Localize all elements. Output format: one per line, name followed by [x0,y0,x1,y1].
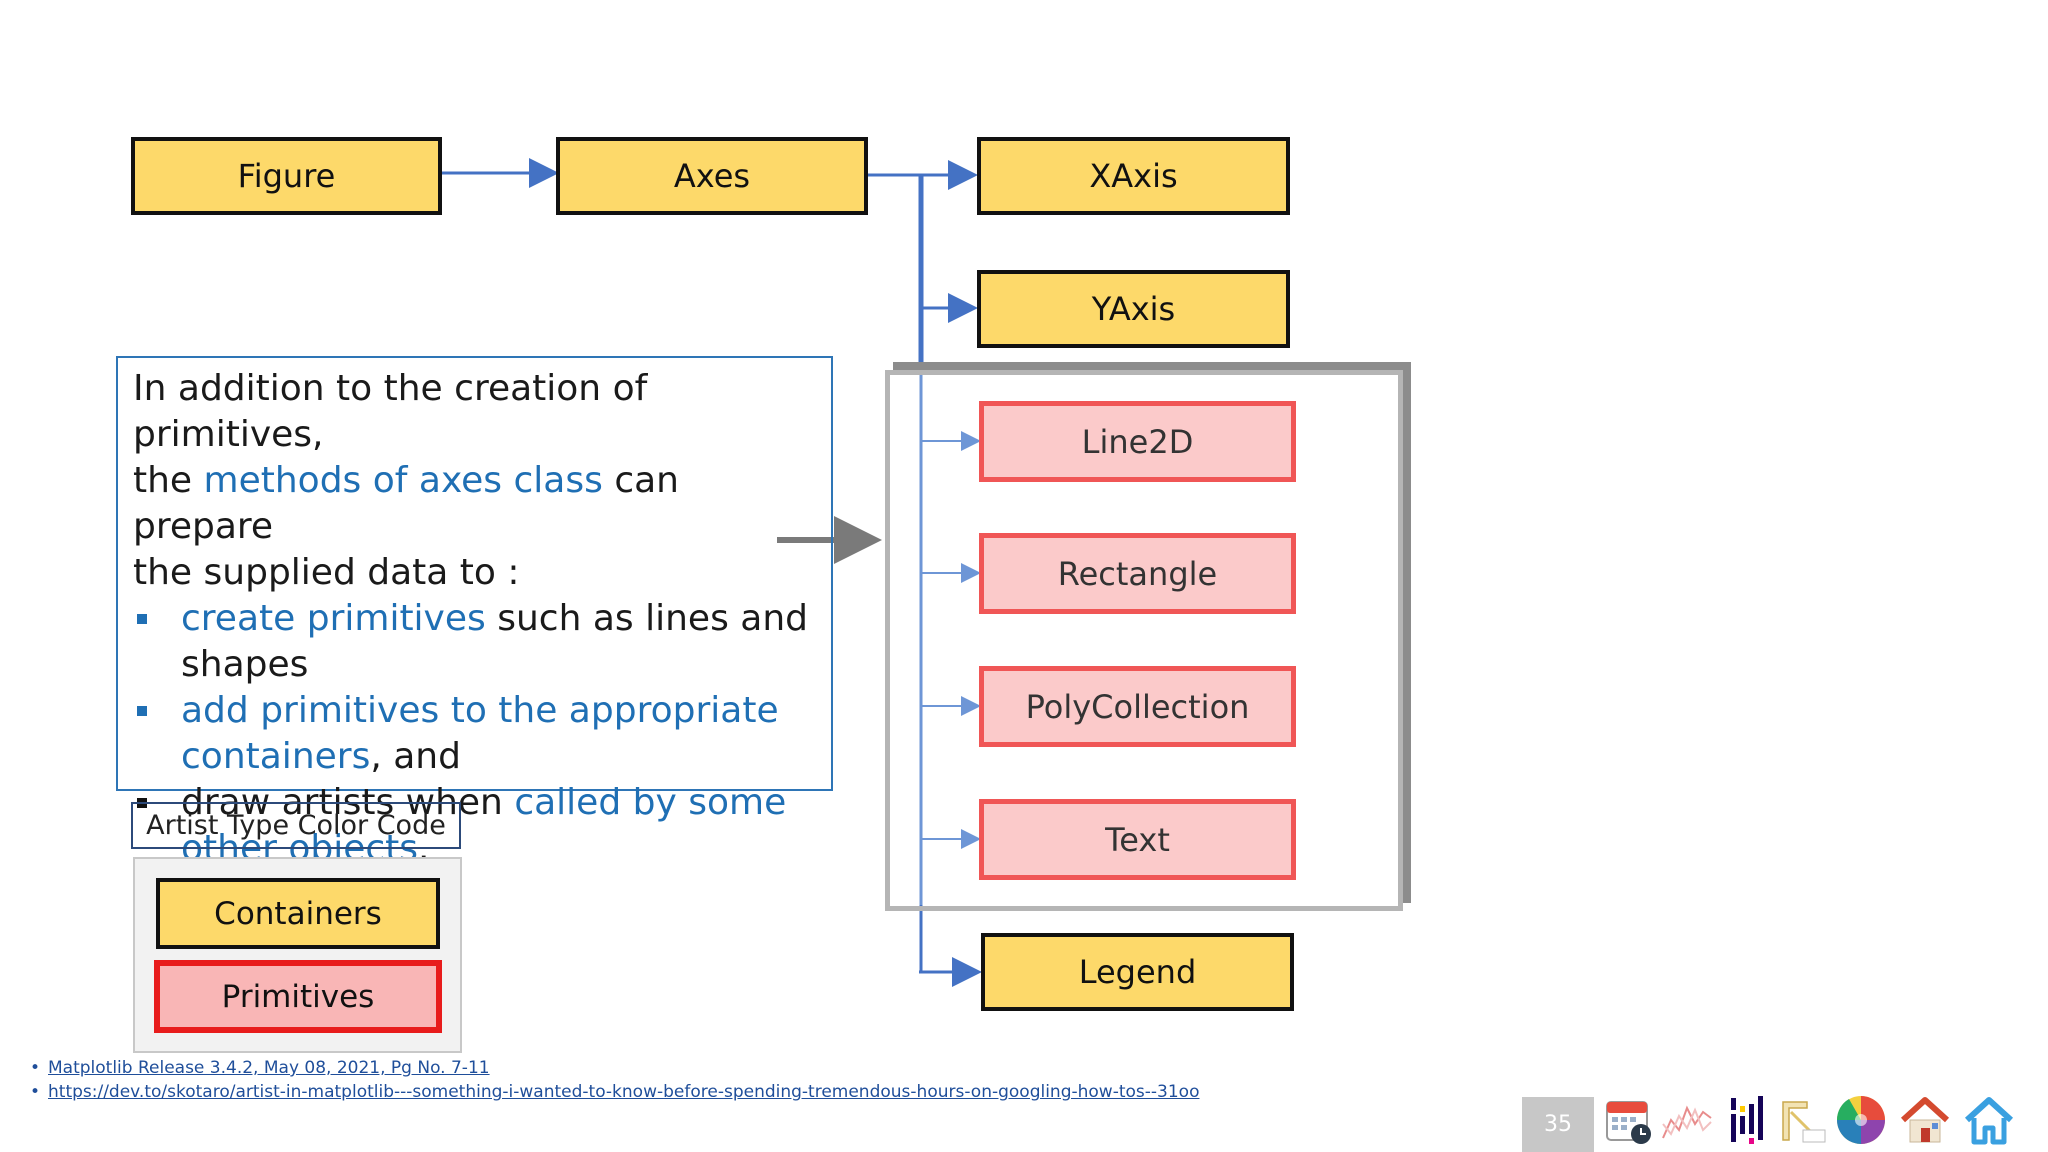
color-code-title: Artist Type Color Code [131,802,461,849]
bullet-create-text: such as lines and shapes [181,598,809,685]
bullet-add-text: , and [370,736,461,777]
explanation-line-2: the methods of axes class can prepare [133,458,817,550]
pandas-icon[interactable] [1719,1094,1771,1146]
calendar-icon[interactable] [1603,1094,1655,1146]
explanation-line-2-pre: the [133,460,204,501]
reference-link-devto[interactable]: https://dev.to/skotaro/artist-in-matplot… [48,1082,1200,1102]
ruler-icon[interactable] [1777,1094,1829,1146]
text-primitive-box: Text [979,799,1296,880]
highlight-create-primitives: create primitives [181,598,486,639]
line-chart-icon[interactable] [1661,1094,1713,1146]
references-list: • Matplotlib Release 3.4.2, May 08, 2021,… [28,1056,1199,1104]
containers-swatch: Containers [156,878,440,949]
primitives-swatch: Primitives [154,960,442,1033]
square-bullet-icon [137,614,147,624]
explanation-line-3: the supplied data to : [133,552,520,593]
explanation-line-1: In addition to the creation of primitive… [133,368,648,455]
primitives-group-frame [885,370,1403,911]
figure-box: Figure [131,137,442,215]
reference-item: • https://dev.to/skotaro/artist-in-matplo… [28,1080,1199,1104]
explanation-textbox: In addition to the creation of primitive… [116,356,833,869]
highlight-axes-methods: methods of axes class [203,460,603,501]
color-wheel-icon[interactable] [1835,1094,1887,1146]
axes-box: Axes [556,137,868,215]
square-bullet-icon [137,706,147,716]
xaxis-box: XAxis [977,137,1290,215]
bullet-item-create: create primitives such as lines and shap… [133,596,817,688]
legend-box: Legend [981,933,1294,1011]
explanation-line-2-post: can prepare [133,460,679,547]
rectangle-box: Rectangle [979,533,1296,614]
reference-link-matplotlib[interactable]: Matplotlib Release 3.4.2, May 08, 2021, … [48,1058,490,1078]
reference-item: • Matplotlib Release 3.4.2, May 08, 2021,… [28,1056,1199,1080]
house-icon[interactable] [1899,1094,1951,1146]
reference-bullet: • [30,1082,41,1102]
yaxis-box: YAxis [977,270,1290,348]
highlight-add-primitives: add primitives to the appropriate contai… [181,690,779,777]
line2d-box: Line2D [979,401,1296,482]
bullet-item-add: add primitives to the appropriate contai… [133,688,817,780]
polycollection-box: PolyCollection [979,666,1296,747]
reference-bullet: • [30,1058,41,1078]
home-outline-icon[interactable] [1963,1094,2015,1146]
page-number: 35 [1522,1097,1594,1152]
